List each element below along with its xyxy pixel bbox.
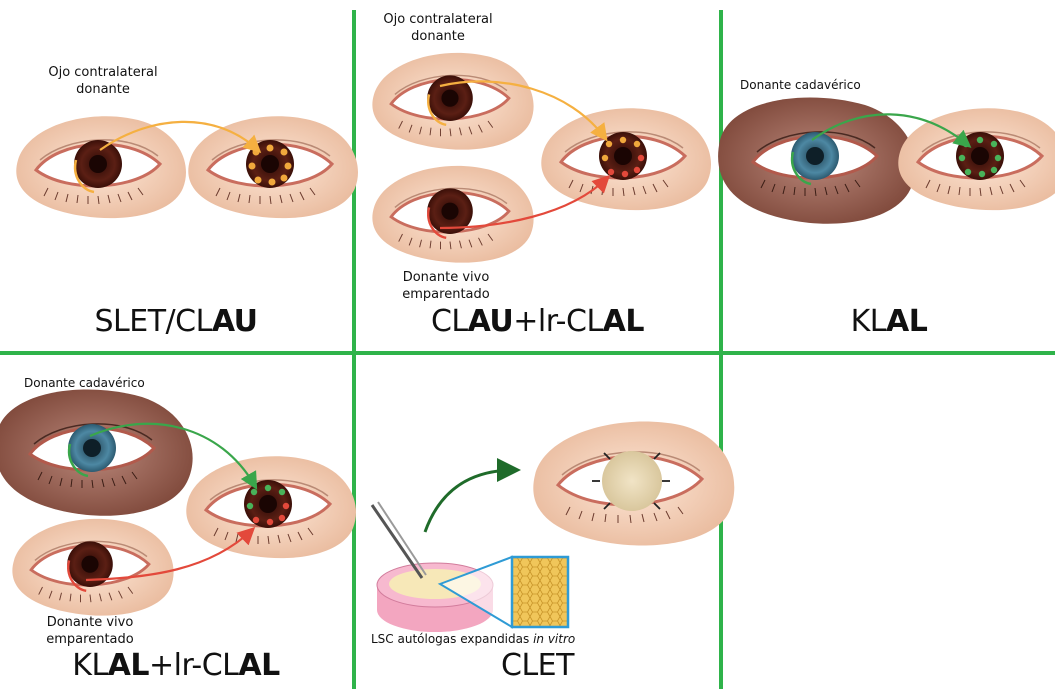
label-line-2: emparentado (30, 631, 150, 648)
title-part: +lr-CL (513, 304, 602, 339)
grid-line-vertical-1 (352, 10, 356, 689)
title-part: +lr-CL (149, 648, 238, 683)
recipient-eye-mixed-dots (541, 108, 711, 210)
title-part: CL (431, 304, 468, 339)
cell-sheet-zoom (512, 557, 568, 627)
title-part: AL (603, 304, 644, 339)
panel-slet-clau (16, 116, 358, 218)
label-line-1: Ojo contralateral (28, 64, 178, 81)
label-cadaveric-donor: Donante cadavérico (24, 376, 145, 390)
panel-title-clau-lrclal: CLAU+lr-CLAL (356, 304, 719, 339)
donor-eye-contralateral (372, 53, 533, 150)
recipient-eye-cultured-graft (533, 422, 734, 546)
panel-title-clet: CLET (356, 648, 719, 683)
label-cultured-lsc: LSC autólogas expandidas in vitro (371, 632, 575, 646)
title-bold: AL (886, 304, 927, 339)
title-plain: KL (851, 304, 886, 339)
title-bold: AU (212, 304, 258, 339)
panel-title-slet-clau: SLET/CLAU (0, 304, 352, 339)
panel-clet (372, 422, 734, 632)
label-contralateral-donor: Ojo contralateral donante (368, 11, 508, 45)
label-line-1: Ojo contralateral (368, 11, 508, 28)
title-part: KL (72, 648, 107, 683)
recipient-eye-orange-dots (188, 116, 358, 218)
donor-eye-brown (16, 116, 186, 218)
caption-italic: in vitro (533, 632, 575, 646)
title-plain: SLET/CL (95, 304, 212, 339)
panel-clau-lrclal (372, 53, 711, 263)
grid-line-vertical-2 (719, 10, 723, 689)
recipient-eye-green-red-dots (186, 456, 356, 558)
donor-eye-living-relative (372, 166, 533, 263)
label-living-related-donor: Donante vivo emparentado (386, 269, 506, 303)
title-part: AU (468, 304, 514, 339)
grid-line-horizontal (0, 351, 1055, 355)
label-line-2: donante (28, 81, 178, 98)
label-line-2: donante (368, 28, 508, 45)
donor-eye-cadaveric (0, 390, 193, 516)
title-part: AL (238, 648, 279, 683)
caption-plain: LSC autólogas expandidas (371, 632, 533, 646)
panel-klal-lrclal (0, 390, 356, 616)
panel-title-klal: KLAL (723, 304, 1055, 339)
label-contralateral-donor: Ojo contralateral donante (28, 64, 178, 98)
title-part: AL (108, 648, 149, 683)
panel-title-klal-lrclal: KLAL+lr-CLAL (0, 648, 352, 683)
recipient-eye-green-dots (898, 108, 1055, 210)
label-line-1: Donante vivo (386, 269, 506, 286)
donor-eye-living-relative (12, 519, 173, 616)
panel-klal (718, 98, 1055, 224)
label-line-1: Donante vivo (30, 614, 150, 631)
label-living-related-donor: Donante vivo emparentado (30, 614, 150, 648)
donor-eye-cadaveric (718, 98, 916, 224)
arrow-dark-green (425, 470, 515, 532)
label-cadaveric-donor: Donante cadavérico (740, 78, 861, 92)
label-line-2: emparentado (386, 286, 506, 303)
